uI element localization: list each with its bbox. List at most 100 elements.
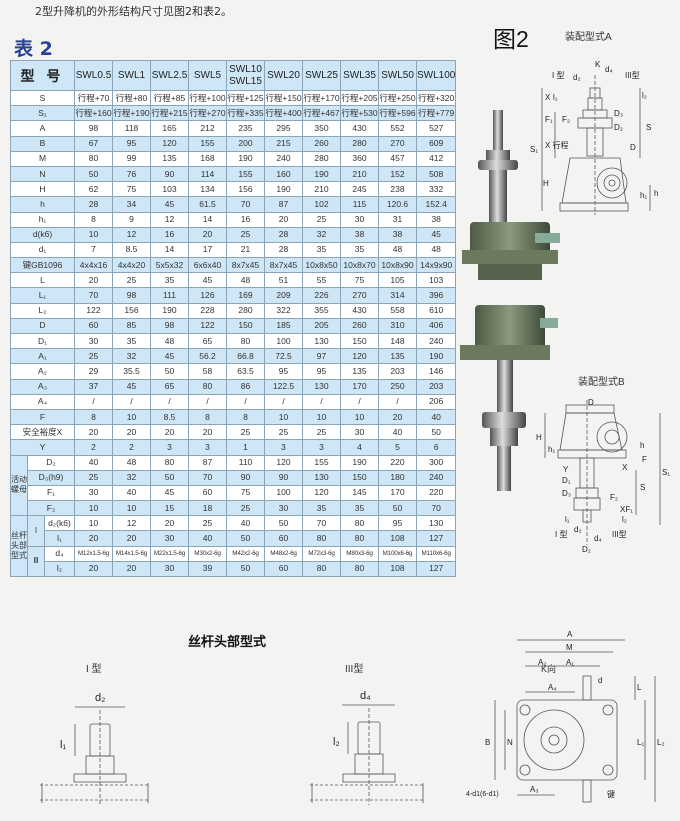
cell-value: 10 xyxy=(74,500,113,517)
label-b-d: D xyxy=(588,398,594,407)
cell-value: 4x4x16 xyxy=(74,257,113,274)
cell-value: 206 xyxy=(415,393,457,410)
label-k-a4: A₄ xyxy=(548,683,557,692)
cell-value: 527 xyxy=(415,120,457,137)
cell-value: 1 xyxy=(226,439,265,456)
cell-value: 行程+125 xyxy=(226,89,265,107)
label-b-type1: I 型 xyxy=(555,530,567,539)
cell-value: M80x3-6g xyxy=(340,545,379,562)
cell-value: 127 xyxy=(415,560,457,578)
cell-value: 120 xyxy=(302,484,341,502)
cell-value: 220 xyxy=(378,454,417,471)
label-k-a1: A₁ xyxy=(566,658,574,667)
label-k-a: A xyxy=(567,630,573,639)
label-b-type3: III型 xyxy=(612,530,627,539)
header-model: SWL20 xyxy=(264,60,303,91)
cell-value: 20 xyxy=(112,560,151,578)
cell-value: 75 xyxy=(112,181,151,198)
cell-value: 21 xyxy=(226,241,265,259)
cell-value: 75 xyxy=(340,272,379,289)
cell-value: 80 xyxy=(226,332,265,350)
assembly-a-title: 装配型式A xyxy=(565,30,612,43)
cell-value: 10 xyxy=(74,515,113,532)
cell-value: 250 xyxy=(378,378,417,395)
cell-value: 20 xyxy=(74,272,113,289)
cell-value: 135 xyxy=(150,150,189,167)
label-d4: d₄ xyxy=(605,65,613,74)
cell-value: 67 xyxy=(74,135,113,152)
label-k-m: M xyxy=(566,643,573,652)
cell-value: 50 xyxy=(415,424,457,441)
label-b-x: X xyxy=(622,463,628,472)
group-label-screw-head: 丝杆头部型式 xyxy=(10,515,28,577)
header-model: SWL100 xyxy=(415,60,457,91)
type3-title: III型 xyxy=(345,662,363,675)
cell-value: 7 xyxy=(74,241,113,259)
header-model: SWL0.5 xyxy=(74,60,113,91)
cell-value: 10 xyxy=(112,500,151,517)
cell-value: 60 xyxy=(264,560,303,578)
label-k-a2: A₂ xyxy=(538,658,546,667)
row-label: 键GB1096 xyxy=(10,257,75,274)
label-stroke: X 行程 xyxy=(545,140,569,150)
cell-value: 240 xyxy=(415,469,457,486)
cell-value: 66.8 xyxy=(226,348,265,365)
cell-value: 50 xyxy=(150,469,189,486)
cell-value: 430 xyxy=(340,302,379,319)
lifter-photo-inverted xyxy=(460,305,558,491)
cell-value: 40 xyxy=(378,424,417,441)
label-s1: S₁ xyxy=(530,145,538,154)
cell-value: 32 xyxy=(112,348,151,365)
cell-value: 80 xyxy=(302,530,341,547)
cell-value: 39 xyxy=(188,560,227,578)
cell-value: 295 xyxy=(264,120,303,137)
label-k-l2: L₂ xyxy=(657,738,665,747)
cell-value: 行程+467 xyxy=(302,105,341,122)
row-label: A₃ xyxy=(10,378,75,395)
cell-value: 25 xyxy=(112,272,151,289)
label-l2: l₂ xyxy=(642,91,647,100)
cell-value: 9 xyxy=(112,211,151,228)
cell-value: 118 xyxy=(112,120,151,137)
cell-value: 61.5 xyxy=(188,196,227,213)
cell-value: 102 xyxy=(302,196,341,213)
cell-value: 20 xyxy=(74,560,113,578)
cell-value: 行程+270 xyxy=(188,105,227,122)
cell-value: 70 xyxy=(302,515,341,532)
label-b-l1: l₁ xyxy=(565,515,570,524)
cell-value: 170 xyxy=(378,484,417,502)
cell-value: 50 xyxy=(378,500,417,517)
cell-value: 185 xyxy=(264,317,303,335)
label-k-n: N xyxy=(507,738,513,747)
cell-value: 10 xyxy=(264,408,303,426)
cell-value: 210 xyxy=(340,165,379,183)
cell-value: 35 xyxy=(302,241,341,259)
type3-l2: l₂ xyxy=(333,736,340,748)
cell-value: 30 xyxy=(340,211,379,228)
cell-value: 行程+85 xyxy=(150,89,189,107)
label-h-small: h xyxy=(654,189,658,198)
cell-value: 148 xyxy=(378,332,417,350)
cell-value: 314 xyxy=(378,287,417,304)
assembly-b-title: 装配型式B xyxy=(578,375,625,388)
cell-value: 80 xyxy=(74,150,113,167)
cell-value: 8.5 xyxy=(150,408,189,426)
cell-value: 45 xyxy=(415,226,457,243)
cell-value: 226 xyxy=(302,287,341,304)
cell-value: 280 xyxy=(340,135,379,152)
cell-value: 28 xyxy=(264,241,303,259)
cell-value: 10 xyxy=(74,226,113,243)
cell-value: 322 xyxy=(264,302,303,319)
row-label: Y xyxy=(10,439,75,456)
cell-value: 103 xyxy=(415,272,457,289)
